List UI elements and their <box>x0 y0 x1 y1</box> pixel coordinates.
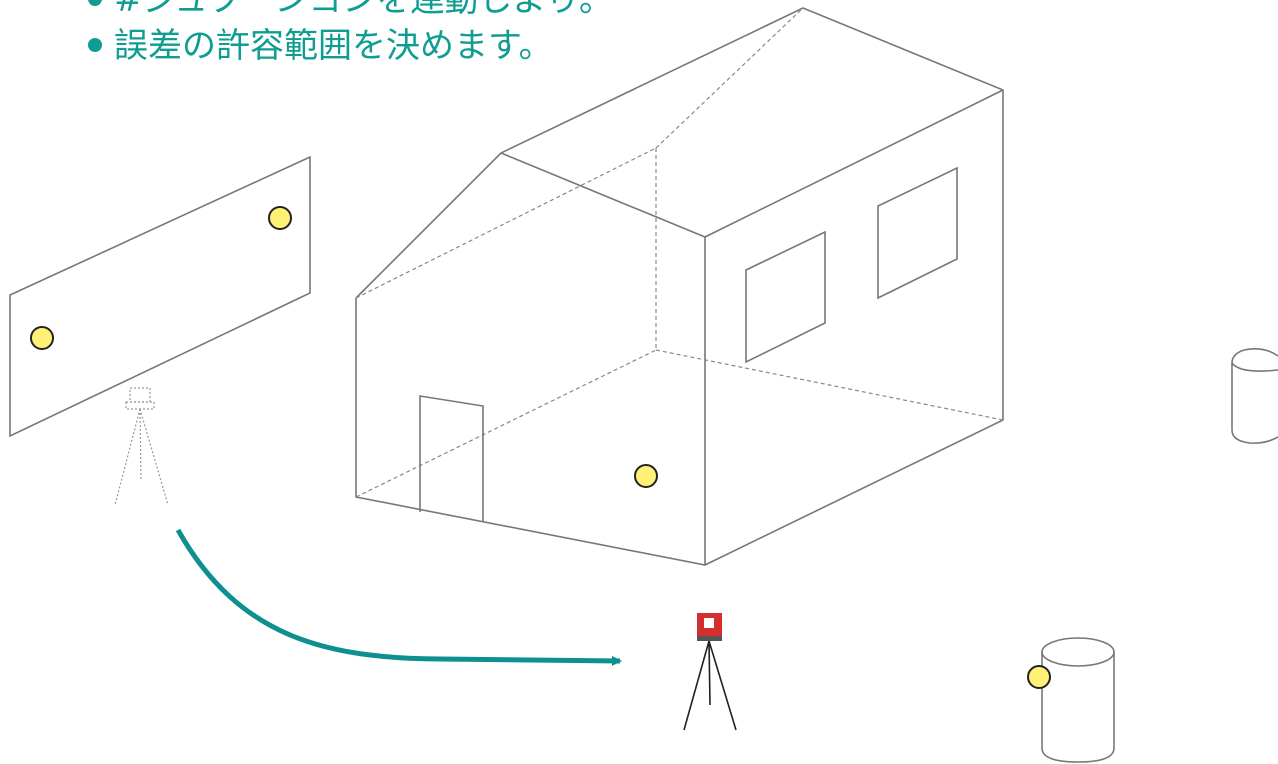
bullet-text-1: #ジュブーンヨンを連動しより。 <box>114 0 614 20</box>
cylinder-right-edge <box>1231 348 1278 444</box>
house-door <box>419 395 484 522</box>
move-arrow <box>175 528 622 666</box>
ghost-total-station-icon <box>114 387 169 506</box>
target-marker-icon <box>30 326 54 350</box>
cylinder-bottom <box>1041 637 1115 763</box>
target-marker-icon <box>268 206 292 230</box>
target-marker-icon <box>634 464 658 488</box>
house-hidden-edges <box>355 7 1004 498</box>
house-windows <box>745 166 958 364</box>
bullet-item-1: #ジュブーンヨンを連動しより。 <box>88 0 613 20</box>
total-station-icon <box>683 613 737 731</box>
bullet-dot-icon <box>88 0 102 6</box>
wall-panel <box>9 155 311 438</box>
house-outline <box>355 7 1004 566</box>
bullet-text-2: 誤差の許容範囲を決めます。 <box>114 26 553 66</box>
bullet-dot-icon <box>88 37 102 52</box>
target-markers <box>30 206 1051 689</box>
bullet-item-2: 誤差の許容範囲を決めます。 <box>88 26 553 66</box>
target-marker-icon <box>1027 665 1051 689</box>
